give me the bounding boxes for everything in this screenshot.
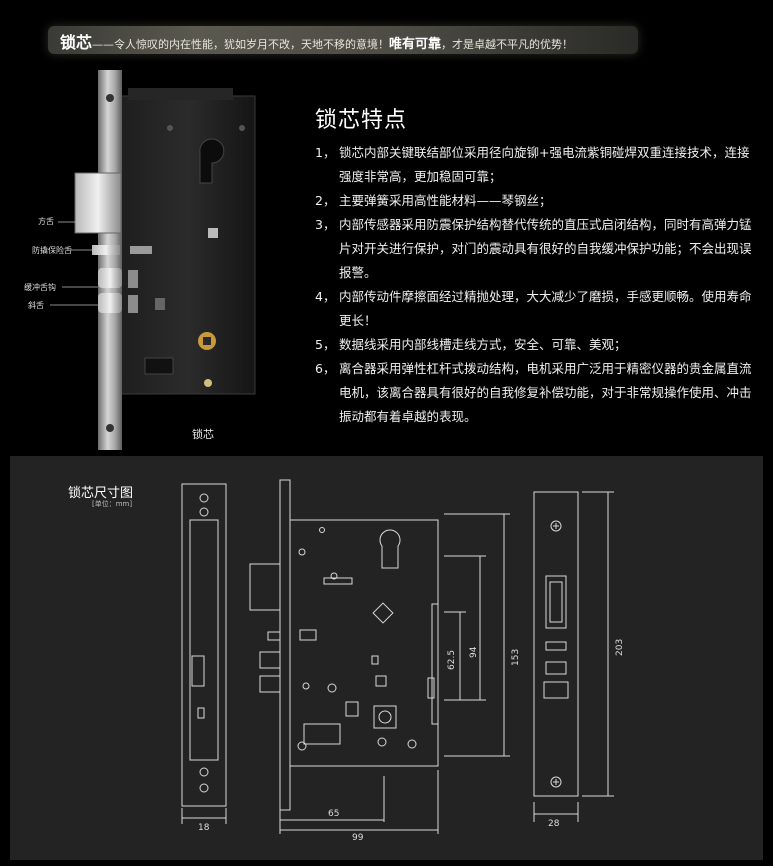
feature-item: 3，内部传感器采用防震保护结构替代传统的直压式启闭结构，同时有高弹力锰片对开关进…	[315, 217, 752, 280]
label-square-tongue: 方舌	[38, 217, 54, 226]
dim-94: 94	[469, 646, 479, 658]
dimension-drawing: 18	[181, 479, 625, 843]
features-title: 锁芯特点	[315, 108, 408, 133]
dimension-panel: 锁芯尺寸图 [单位：mm] 18	[10, 456, 763, 860]
dimension-unit: [单位：mm]	[92, 500, 133, 508]
slogan-highlight: 唯有可靠	[389, 37, 442, 52]
dim-18: 18	[198, 823, 210, 833]
dim-28: 28	[548, 819, 560, 829]
label-latch: 斜舌	[28, 301, 44, 310]
feature-item: 1，锁芯内部关键联结部位采用径向旋铆+强电流紫铜碰焊双重连接技术，连接强度非常高…	[315, 145, 750, 184]
feature-list: 1，锁芯内部关键联结部位采用径向旋铆+强电流紫铜碰焊双重连接技术，连接强度非常高…	[315, 141, 755, 429]
side-view	[181, 483, 227, 824]
feature-panel: 锁芯——令人惊叹的内在性能，犹如岁月不改，天地不移的意境！唯有可靠，才是卓越不平…	[10, 8, 763, 456]
dim-99: 99	[352, 833, 364, 843]
dim-65: 65	[328, 809, 339, 819]
feature-item: 5，数据线采用内部线槽走线方式，安全、可靠、美观；	[315, 337, 627, 352]
feature-item: 6，离合器采用弹性杠杆式拨动结构，电机采用广泛用于精密仪器的贵金属直流电机，该离…	[315, 361, 752, 424]
slogan-part-1: ——令人惊叹的内在性能，犹如岁月不改，天地不移的意境！	[92, 38, 390, 51]
lock-photo	[50, 70, 256, 450]
slogan-part-2: ，才是卓越不平凡的优势！	[441, 38, 574, 51]
photo-caption: 锁芯	[192, 428, 214, 441]
feature-item: 2，主要弹簧采用高性能材料——琴钢丝；	[315, 193, 552, 208]
slogan-banner: 锁芯——令人惊叹的内在性能，犹如岁月不改，天地不移的意境！唯有可靠，才是卓越不平…	[48, 26, 638, 54]
dim-153: 153	[511, 649, 521, 666]
dim-203: 203	[615, 639, 625, 656]
dimension-title: 锁芯尺寸图	[68, 486, 134, 501]
front-view	[249, 479, 510, 834]
label-anti-pry: 防撬保险舌	[32, 246, 72, 255]
slogan-text: 锁芯——令人惊叹的内在性能，犹如岁月不改，天地不移的意境！唯有可靠，才是卓越不平…	[60, 29, 573, 53]
face-view	[533, 491, 614, 822]
slogan-keyword: 锁芯	[60, 33, 93, 52]
feature-item: 4，内部传动件摩擦面经过精抛处理，大大减少了磨损，手感更顺畅。使用寿命更长！	[315, 289, 752, 328]
dim-62-5: 62.5	[447, 650, 457, 670]
label-buffer-hook: 缓冲舌钩	[24, 283, 56, 292]
